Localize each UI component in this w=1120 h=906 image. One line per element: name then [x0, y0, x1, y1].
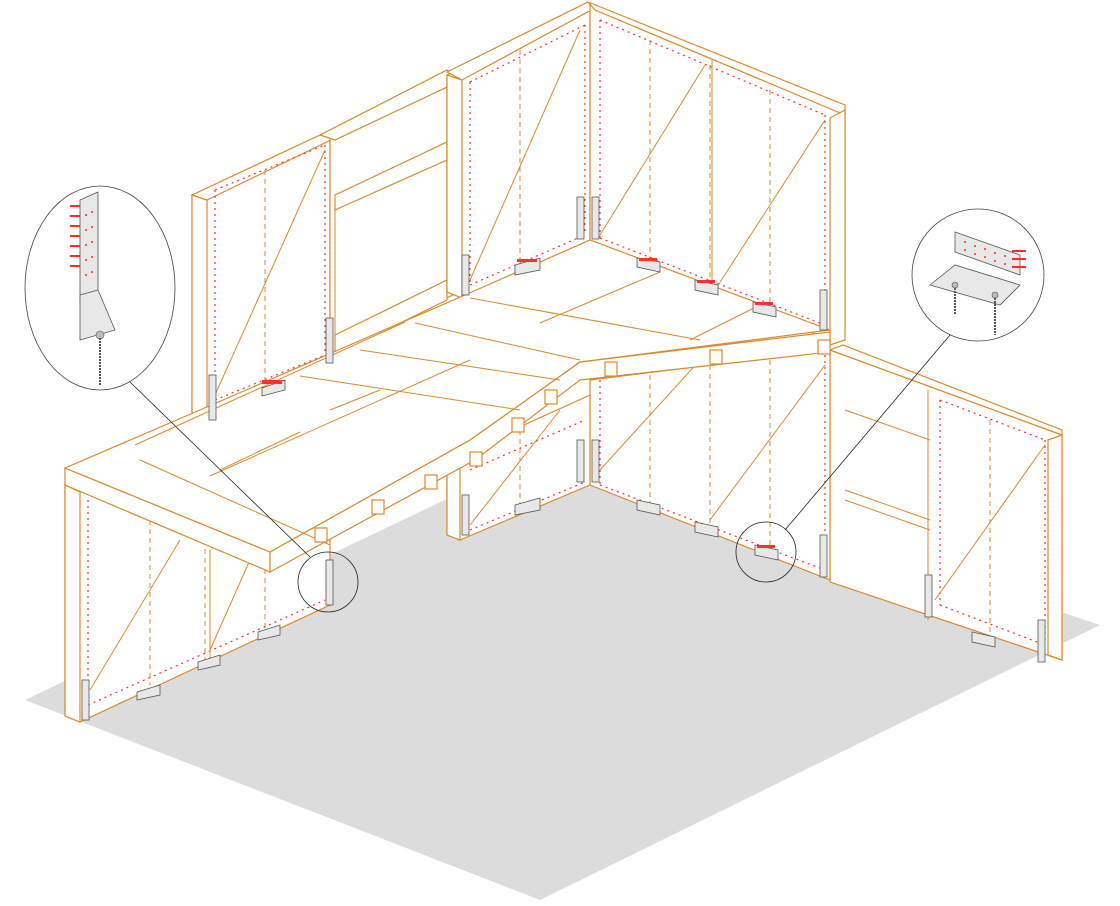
- hold-down-icon: [924, 574, 933, 618]
- upper-left-wall: [190, 134, 337, 426]
- upper-back-left-wall: [445, 1, 597, 299]
- angle-bracket-icon: [752, 301, 777, 318]
- hold-down-icon: [81, 679, 90, 721]
- angle-bracket-icon: [514, 497, 541, 516]
- angle-bracket-icon: [694, 521, 719, 538]
- angle-bracket-icon: [971, 631, 996, 648]
- upper-back-right-wall: [587, 1, 846, 346]
- angle-bracket-icon: [694, 279, 719, 296]
- hold-down-bracket-icon: [70, 191, 116, 385]
- hold-down-icon: [591, 196, 600, 240]
- detail-callout-angle-bracket: [735, 208, 1045, 583]
- angle-bracket-connectors: [136, 257, 996, 701]
- hold-down-connectors: [81, 196, 1046, 721]
- hold-down-icon: [576, 196, 585, 240]
- detail-marker-circle: [735, 521, 797, 583]
- hold-down-icon: [325, 559, 334, 606]
- angle-bracket-icon: [257, 624, 281, 641]
- hold-down-icon: [819, 289, 828, 331]
- hold-down-icon: [576, 439, 585, 483]
- hold-down-icon: [461, 494, 470, 536]
- angle-bracket-icon: [929, 231, 1026, 335]
- detail-callout-hold-down: [24, 185, 359, 613]
- angle-bracket-icon: [136, 684, 161, 701]
- angle-bracket-icon: [754, 544, 779, 561]
- detail-marker-circle: [297, 551, 359, 613]
- floor-slab: [63, 239, 831, 574]
- upper-opening: [318, 69, 464, 361]
- hold-down-icon: [208, 374, 217, 421]
- angle-bracket-icon: [197, 654, 221, 671]
- hold-down-icon: [461, 254, 470, 296]
- hold-down-icon: [1037, 619, 1046, 663]
- hold-down-icon: [819, 534, 828, 578]
- right-wall: [828, 344, 1063, 661]
- hold-down-icon: [591, 439, 600, 483]
- hold-down-icon: [325, 317, 334, 364]
- angle-bracket-icon: [636, 499, 661, 516]
